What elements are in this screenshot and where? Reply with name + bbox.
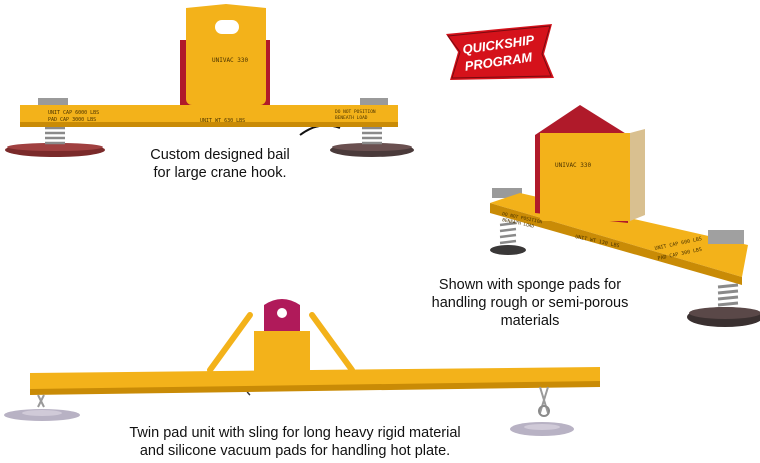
vacuum-lifter-large-bail: UNIVAC 330 UNIT CAP 6000 LBS PAD CAP 300… [5,4,414,157]
vacuum-lifter-twin-pad-sling [4,299,600,436]
caption-sponge-pads: Shown with sponge pads for handling roug… [430,276,630,330]
unit-capacity-stencil: UNIT CAP 6000 LBS [48,110,99,116]
unit-weight-stencil: UNIT WT 630 LBS [200,118,245,124]
right-spring [362,126,382,145]
bail-box [540,133,630,221]
warning-stencil-line1: DO NOT POSITION [335,109,376,115]
caption-line: Custom designed bail [150,147,290,163]
caption-twin-pad: Twin pad unit with sling for long heavy … [110,424,480,460]
caption-line: and silicone vacuum pads for handling ho… [139,443,451,459]
vacuum-lifter-sponge-pads: UNIVAC 330 DO NOT POSITION BENEATH LOAD … [490,105,760,327]
caption-line: for large crane hook. [153,165,287,181]
bail-label: UNIVAC 330 [212,57,249,64]
caption-line: Shown with sponge pads for [438,277,622,293]
warning-stencil-line2: BENEATH LOAD [335,115,368,121]
lifting-beam [20,105,398,127]
caption-large-bail: Custom designed bail for large crane hoo… [125,146,315,182]
lifting-sling [207,312,355,373]
caption-line: Twin pad unit with sling for long heavy … [129,425,461,441]
bail-label: UNIVAC 330 [555,162,592,169]
bail-box [254,331,310,373]
hook-slot [215,20,239,34]
caption-line: handling rough or semi-porous [431,295,629,311]
hook-eye [277,308,287,318]
left-sponge-pad [490,245,526,255]
caption-line: materials [500,313,560,329]
quickship-badge: QUICKSHIP PROGRAM [446,24,554,80]
left-spring [45,126,65,145]
right-spring [717,283,739,307]
pad-capacity-stencil: PAD CAP 3000 LBS [48,117,96,123]
